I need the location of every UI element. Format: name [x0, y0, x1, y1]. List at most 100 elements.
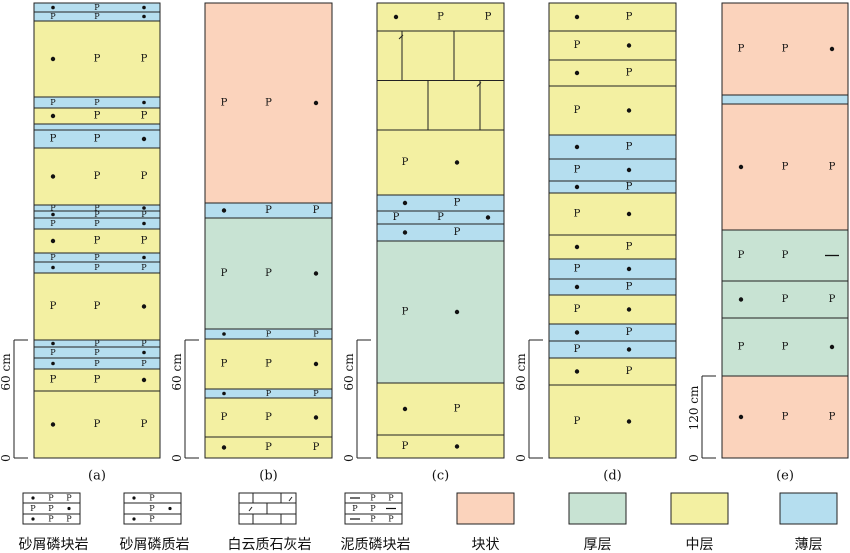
layer-medium [548, 30, 677, 61]
p-symbol: P [94, 134, 101, 145]
p-symbol: P [782, 294, 789, 305]
layer-thick [376, 240, 505, 384]
p-symbol: P [782, 412, 789, 423]
dot-symbol [221, 208, 227, 213]
p-symbol: P [626, 366, 633, 377]
p-symbol: P [265, 268, 272, 279]
dot-symbol [221, 445, 227, 450]
legend-p: P [149, 515, 155, 524]
p-symbol: P [94, 210, 100, 219]
p-symbol: P [313, 442, 320, 453]
p-symbol: P [50, 219, 56, 228]
p-symbol: P [50, 98, 56, 107]
layer-medium [33, 272, 161, 341]
legend-fossil [248, 506, 253, 512]
scale-label: 60 cm [0, 353, 13, 391]
column-caption: (d) [603, 469, 621, 484]
p-symbol: P [94, 111, 101, 122]
scale-label: 60 cm [342, 353, 356, 391]
p-symbol: P [94, 339, 100, 348]
p-symbol: P [265, 442, 272, 453]
p-symbol: P [94, 301, 101, 312]
dot-symbol [142, 221, 146, 226]
p-symbol: P [574, 264, 581, 275]
p-symbol: P [402, 307, 409, 318]
layer-thin [548, 323, 677, 342]
dot-symbol [50, 422, 56, 427]
layer-medium [548, 384, 677, 459]
legend-p: P [149, 494, 155, 503]
p-symbol: P [94, 236, 101, 247]
legend-label: 泥质磷块岩 [341, 537, 411, 553]
legend-label: 砂屑磷块岩 [19, 537, 89, 553]
p-symbol: P [574, 416, 581, 427]
legend-label: 白云质石灰岩 [228, 537, 312, 553]
dot-symbol [738, 164, 744, 170]
dot-symbol [51, 361, 55, 366]
p-symbol: P [265, 359, 272, 370]
p-symbol: P [738, 342, 745, 353]
p-symbol: P [221, 98, 228, 109]
dot-symbol [313, 361, 319, 367]
legend-p: P [66, 515, 72, 524]
dot-symbol [574, 144, 580, 150]
legend-label: 厚层 [584, 537, 612, 553]
dot-symbol [402, 406, 408, 412]
legend-p: P [149, 504, 155, 513]
dot-symbol [574, 244, 580, 250]
p-symbol: P [50, 348, 56, 357]
layer-medium [376, 382, 505, 436]
p-symbol: P [782, 44, 789, 55]
fossil-mark [476, 82, 482, 87]
layer-medium [548, 294, 677, 325]
layer-medium [376, 434, 505, 459]
p-symbol: P [574, 165, 581, 176]
legend-p: P [370, 515, 376, 524]
scale-label: 60 cm [170, 353, 184, 391]
layer-thin [33, 123, 161, 131]
layer-medium [548, 192, 677, 236]
p-symbol: P [94, 171, 101, 182]
p-symbol: P [221, 268, 228, 279]
legend-swatch-block [456, 492, 515, 525]
layer-thin [548, 180, 677, 194]
p-symbol: P [574, 304, 581, 315]
p-symbol: P [94, 263, 100, 272]
p-symbol: P [94, 348, 100, 357]
dot-symbol [222, 332, 226, 336]
legend-fossil [288, 496, 293, 502]
dot-symbol [626, 347, 632, 352]
legend-p: P [370, 494, 376, 503]
dot-symbol [50, 56, 56, 62]
p-symbol: P [454, 227, 461, 238]
dot-symbol [50, 174, 56, 179]
dot-symbol [626, 43, 632, 48]
layer-thin [548, 340, 677, 359]
scale-zero: 0 [0, 454, 13, 462]
dot-symbol [626, 108, 632, 113]
legend-p: P [48, 504, 54, 513]
p-symbol: P [265, 412, 272, 423]
p-symbol: P [782, 342, 789, 353]
scale-zero: 0 [342, 454, 356, 462]
dot-symbol [454, 444, 460, 449]
layer-thin [548, 134, 677, 160]
p-symbol: P [738, 44, 745, 55]
p-symbol: P [437, 12, 444, 23]
dot-symbol [142, 206, 146, 210]
dot-symbol [313, 271, 319, 276]
dot-symbol [574, 330, 580, 335]
legend-label: 块状 [472, 537, 500, 553]
dot-symbol [313, 100, 319, 106]
p-symbol: P [265, 205, 272, 216]
p-symbol: P [485, 12, 492, 23]
fossil-mark [398, 34, 404, 40]
layer-medium [548, 59, 677, 87]
scale-label: 120 cm [687, 385, 701, 430]
p-symbol: P [626, 12, 633, 23]
p-symbol: P [313, 389, 319, 398]
dot-symbol [141, 136, 147, 142]
p-symbol: P [141, 210, 147, 219]
dot-symbol [574, 70, 580, 76]
layer-medium [548, 234, 677, 260]
